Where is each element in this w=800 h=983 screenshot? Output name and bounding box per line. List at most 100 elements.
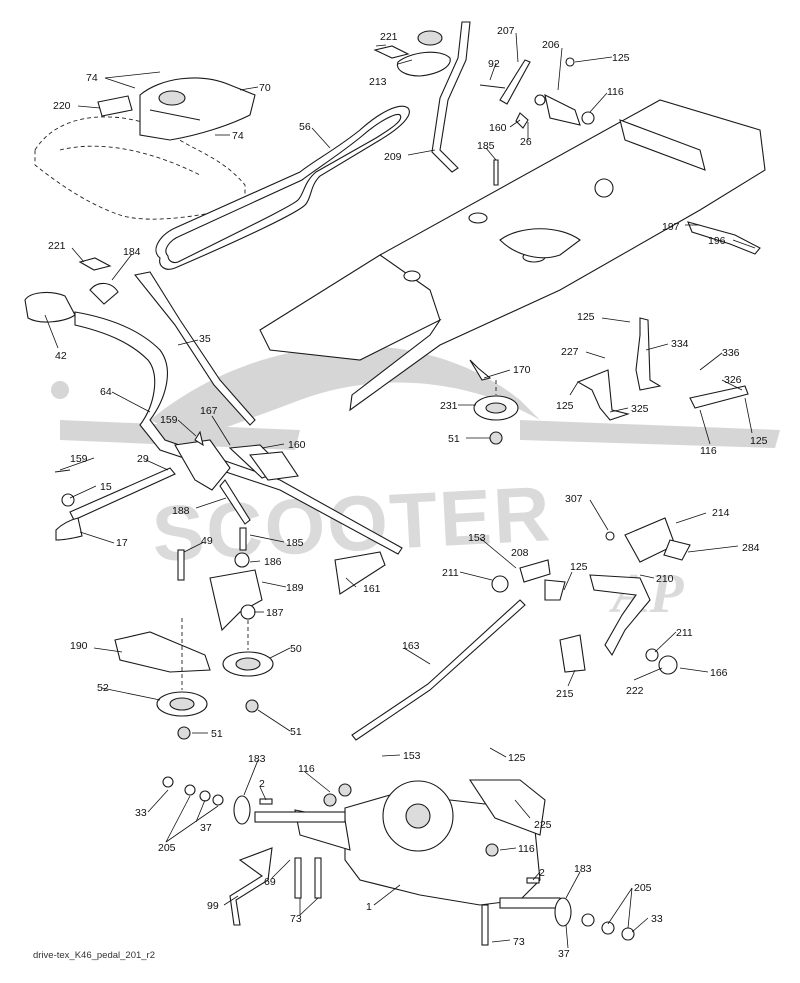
- callout-190: 190: [70, 640, 88, 652]
- callout-336: 336: [722, 347, 740, 359]
- callout-56: 56: [299, 121, 311, 133]
- callout-125: 125: [508, 752, 526, 764]
- callout-213: 213: [369, 76, 387, 88]
- callout-325: 325: [631, 403, 649, 415]
- callout-73: 73: [290, 913, 302, 925]
- callout-51: 51: [211, 728, 223, 740]
- callout-49: 49: [201, 535, 213, 547]
- transaxle: [162, 776, 635, 946]
- callout-161: 161: [363, 583, 381, 595]
- callout-208: 208: [511, 547, 529, 559]
- frame-chassis: [259, 99, 766, 412]
- callout-207: 207: [497, 25, 515, 37]
- callout-73: 73: [513, 936, 525, 948]
- callout-210: 210: [656, 573, 674, 585]
- callout-35: 35: [199, 333, 211, 345]
- callout-225: 225: [534, 819, 552, 831]
- callout-33: 33: [651, 913, 663, 925]
- callout-189: 189: [286, 582, 304, 594]
- callout-29: 29: [137, 453, 149, 465]
- callout-222: 222: [626, 685, 644, 697]
- shift-lever: [24, 257, 403, 555]
- callout-2: 2: [539, 867, 545, 879]
- callout-188: 188: [172, 505, 190, 517]
- callout-215: 215: [556, 688, 574, 700]
- callout-51: 51: [290, 726, 302, 738]
- callout-74: 74: [232, 130, 244, 142]
- dashboard-panel: [139, 77, 256, 141]
- callout-166: 166: [710, 667, 728, 679]
- pulley-assembly: [114, 527, 386, 740]
- callout-116: 116: [607, 86, 624, 98]
- callout-37: 37: [200, 822, 212, 834]
- callout-17: 17: [116, 537, 128, 549]
- callout-159: 159: [160, 414, 178, 426]
- callout-186: 186: [264, 556, 282, 568]
- callout-185: 185: [477, 140, 495, 152]
- callout-160: 160: [288, 439, 306, 451]
- callout-334: 334: [671, 338, 689, 350]
- callout-116: 116: [298, 763, 315, 775]
- callout-206: 206: [542, 39, 560, 51]
- callout-125: 125: [556, 400, 574, 412]
- callout-99: 99: [207, 900, 219, 912]
- callout-2: 2: [259, 778, 265, 790]
- callout-153: 153: [403, 750, 421, 762]
- callout-92: 92: [488, 58, 500, 70]
- hood-dash-cover: [34, 95, 246, 220]
- callout-205: 205: [634, 882, 652, 894]
- callout-231: 231: [440, 400, 458, 412]
- callout-326: 326: [724, 374, 742, 386]
- callout-227: 227: [561, 346, 579, 358]
- callout-307: 307: [565, 493, 583, 505]
- callout-284: 284: [742, 542, 760, 554]
- callout-26: 26: [520, 136, 532, 148]
- upper-rods: [373, 21, 595, 186]
- callout-69: 69: [264, 876, 276, 888]
- pedal-linkage: [54, 430, 299, 541]
- callout-74: 74: [86, 72, 98, 84]
- callout-196: 196: [708, 235, 726, 247]
- callout-167: 167: [200, 405, 218, 417]
- callout-116: 116: [700, 445, 717, 457]
- callout-33: 33: [135, 807, 147, 819]
- callout-220: 220: [53, 100, 71, 112]
- right-brackets: [469, 221, 761, 445]
- callout-211: 211: [676, 627, 693, 639]
- callout-52: 52: [97, 682, 109, 694]
- callout-labels: 221 207 206 125 74 70 92 116 213 220 74 …: [48, 25, 768, 960]
- callout-125: 125: [577, 311, 595, 323]
- callout-125: 125: [750, 435, 768, 447]
- callout-70: 70: [259, 82, 271, 94]
- drive-belt: [155, 105, 410, 270]
- callout-1: 1: [366, 901, 372, 913]
- callout-160: 160: [489, 122, 507, 134]
- callout-15: 15: [100, 481, 112, 493]
- callout-184: 184: [123, 246, 141, 258]
- callout-125: 125: [570, 561, 588, 573]
- leader-lines: [44, 32, 756, 949]
- callout-197: 197: [662, 221, 680, 233]
- callout-116: 116: [518, 843, 535, 855]
- callout-211: 211: [442, 567, 459, 579]
- callout-170: 170: [513, 364, 531, 376]
- callout-205: 205: [158, 842, 176, 854]
- callout-209: 209: [384, 151, 402, 163]
- diagram-reference-code: drive-tex_K46_pedal_201_r2: [33, 950, 156, 961]
- callout-64: 64: [100, 386, 112, 398]
- callout-159: 159: [70, 453, 88, 465]
- callout-50: 50: [290, 643, 302, 655]
- callout-183: 183: [248, 753, 266, 765]
- callout-214: 214: [712, 507, 730, 519]
- callout-153: 153: [468, 532, 486, 544]
- callout-42: 42: [55, 350, 67, 362]
- callout-185: 185: [286, 537, 304, 549]
- callout-125: 125: [612, 52, 630, 64]
- callout-51: 51: [448, 433, 460, 445]
- callout-37: 37: [558, 948, 570, 960]
- callout-187: 187: [266, 607, 284, 619]
- callout-221: 221: [380, 31, 398, 43]
- callout-221: 221: [48, 240, 66, 252]
- callout-163: 163: [402, 640, 420, 652]
